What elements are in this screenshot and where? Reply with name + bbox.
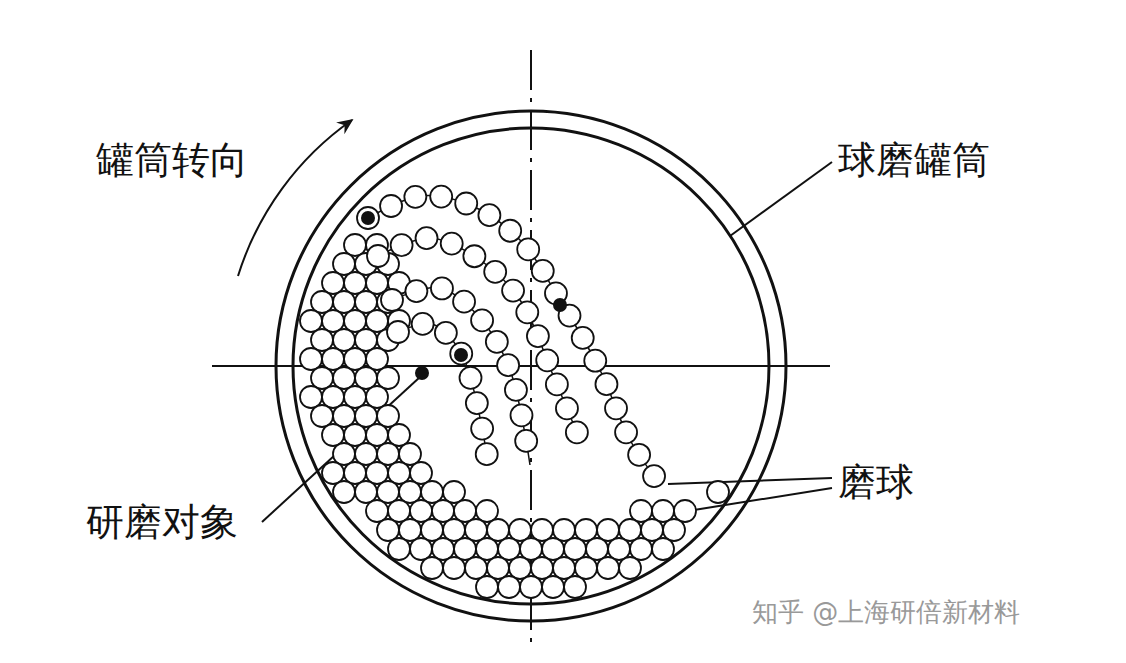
grinding-ball [643,465,665,487]
grinding-ball [404,186,426,208]
grinding-ball [412,313,434,335]
grinding-ball [542,576,564,598]
jar-label: 球磨罐筒 [838,140,990,182]
grinding-ball [605,397,627,419]
grinding-ball [484,261,506,283]
grinding-ball [471,418,493,440]
material-particle [454,348,468,362]
grinding-ball [546,373,568,395]
grinding-ball [584,350,606,372]
grinding-ball [532,260,554,282]
grinding-ball [455,192,477,214]
grinding-ball [556,397,578,419]
grinding-ball [628,444,650,466]
grinding-ball [441,233,463,255]
grinding-ball [499,220,521,242]
grinding-ball [450,343,472,365]
grinding-ball [502,280,524,302]
grinding-ball [478,204,500,226]
grinding-ball [486,331,508,353]
grinding-ball [597,557,619,579]
grinding-ball [421,557,443,579]
grinding-ball [443,557,465,579]
trajectory-line [368,196,660,484]
grinding-ball [333,481,355,503]
grinding-ball [405,280,427,302]
trajectory-line [392,288,530,465]
grinding-ball [516,301,538,323]
grinding-ball [476,576,498,598]
grinding-ball [615,421,637,443]
leader-line [730,162,832,236]
grinding-ball [527,325,549,347]
grinding-ball [416,227,438,249]
grinding-ball [520,576,542,598]
grinding-ball [463,245,485,267]
material-particle [361,211,375,225]
grinding-ball [515,430,537,452]
grinding-ball [357,207,379,229]
grinding-ball [595,373,617,395]
jar-inner-wall [293,128,769,604]
grinding-ball [430,186,452,208]
grinding-ball [435,322,457,344]
grinding-ball [498,576,520,598]
grinding-ball [381,289,403,311]
grinding-ball [536,349,558,371]
material-particle [415,366,429,380]
grinding-ball [517,238,539,260]
grinding-ball [510,404,532,426]
grinding-ball [564,576,586,598]
grinding-ball [652,538,674,560]
ball-label: 磨球 [838,462,914,504]
rotation-arrow [238,120,352,276]
grinding-ball [453,291,475,313]
grinding-ball [619,557,641,579]
grinding-ball [391,234,413,256]
material-label: 研磨对象 [86,502,238,544]
grinding-ball [367,245,389,267]
grinding-ball [497,354,519,376]
leader-line [668,478,832,484]
grinding-ball [431,277,453,299]
grinding-ball [505,379,527,401]
jar-outer-wall [276,111,786,621]
leader-line [262,377,420,522]
grinding-ball [707,481,729,503]
grinding-ball [471,309,493,331]
grinding-ball [387,321,409,343]
grinding-ball [566,421,588,443]
grinding-ball [388,538,410,560]
material-particle [553,298,567,312]
grinding-ball [466,392,488,414]
grinding-ball [460,367,482,389]
rotation-label: 罐筒转向 [96,140,248,182]
watermark: 知乎 @上海研倍新材料 [752,598,1020,627]
grinding-ball [380,195,402,217]
grinding-ball [572,327,594,349]
grinding-ball [476,443,498,465]
trajectory-line [378,238,580,440]
